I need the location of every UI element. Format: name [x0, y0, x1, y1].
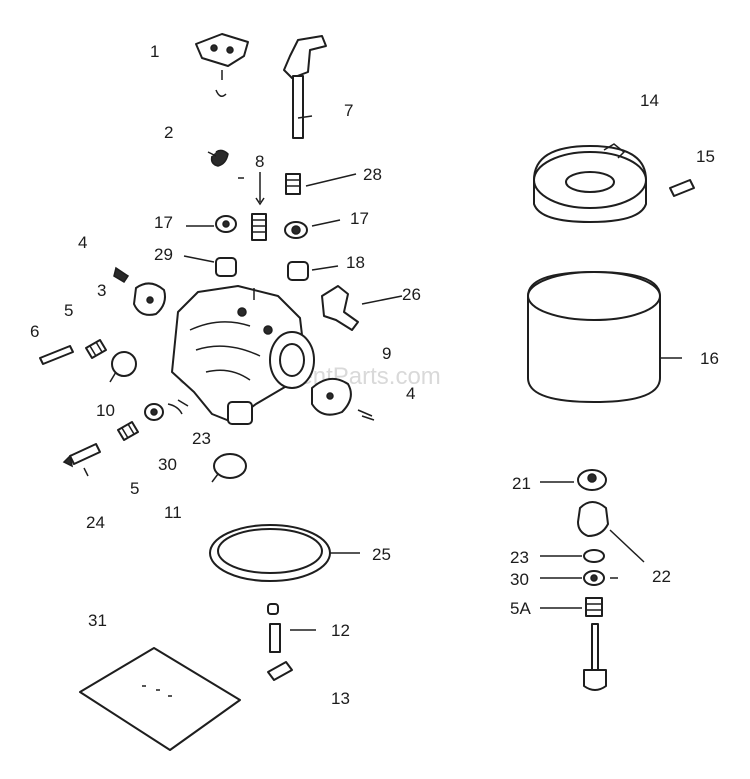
part-28-spring [285, 173, 357, 195]
part-30-washer [144, 403, 183, 421]
part-31-instruction-card [79, 647, 241, 751]
part-18-bushing [287, 261, 309, 281]
part-7-throttle-shaft [283, 35, 327, 139]
label-21: 21 [512, 474, 531, 493]
part-5a-spring [540, 597, 603, 617]
part-11-ring [211, 453, 247, 483]
label-31: 31 [88, 611, 107, 630]
leader-line-17-right [311, 219, 341, 227]
label-13: 13 [331, 689, 350, 708]
part-main-jet-needle [583, 623, 607, 691]
part-17-washer-right [284, 221, 308, 239]
label-9: 9 [382, 344, 391, 363]
part-30-washer-right [540, 570, 618, 586]
part-gasket-ring-left [109, 351, 137, 383]
label-6: 6 [30, 322, 39, 341]
leader-line-18 [311, 265, 339, 271]
label-23-left: 23 [192, 429, 211, 448]
part-8-spring [251, 172, 267, 241]
label-17-right: 17 [350, 209, 369, 228]
part-1-plate [195, 33, 249, 97]
label-11: 11 [164, 503, 182, 522]
label-29: 29 [154, 245, 173, 264]
part-17-washer-left [215, 215, 237, 233]
part-10-spring [117, 421, 139, 441]
label-12: 12 [331, 621, 350, 640]
label-18: 18 [346, 253, 365, 272]
part-25-bowl-gasket [209, 524, 360, 582]
part-12-needle-valve [267, 603, 316, 653]
part-3-plate [133, 282, 166, 316]
part-26-fuel-fitting [321, 285, 403, 331]
label-25: 25 [372, 545, 391, 564]
part-24-needle [62, 443, 101, 477]
part-23-o-ring-right [540, 549, 605, 563]
label-5-lower: 5 [130, 479, 139, 498]
label-3: 3 [97, 281, 106, 300]
part-4-gasket-right [357, 409, 375, 421]
part-23-o-ring-left [177, 399, 189, 407]
label-8: 8 [255, 152, 264, 171]
label-16: 16 [700, 349, 719, 368]
part-14-float-bowl [533, 143, 647, 223]
part-4-gasket-left [113, 266, 130, 284]
label-1: 1 [150, 42, 159, 61]
part-16-float [527, 271, 682, 403]
label-2: 2 [164, 123, 173, 142]
label-28: 28 [363, 165, 382, 184]
part-13-clip [267, 661, 293, 681]
label-10: 10 [96, 401, 115, 420]
label-14: 14 [640, 91, 659, 110]
label-15: 15 [696, 147, 715, 166]
part-9-diaphragm [311, 377, 352, 416]
label-22: 22 [652, 567, 671, 586]
part-22-bowl-nut [577, 501, 645, 563]
part-29-bushing [215, 257, 237, 277]
part-5-spring [85, 339, 107, 359]
part-2-screw [207, 149, 244, 179]
label-30-left: 30 [158, 455, 177, 474]
label-17-left: 17 [154, 213, 173, 232]
label-4-left: 4 [78, 233, 87, 252]
part-21-nut [540, 469, 607, 491]
carburetor-body [171, 285, 315, 425]
label-23-right: 23 [510, 548, 529, 567]
leader-line-29 [183, 255, 215, 263]
label-30-right: 30 [510, 570, 529, 589]
label-5a: 5A [510, 599, 531, 618]
label-7: 7 [344, 101, 353, 120]
label-24: 24 [86, 513, 105, 532]
part-15-pin [669, 179, 695, 197]
part-6-screw [39, 345, 74, 365]
label-5-upper: 5 [64, 301, 73, 320]
label-26: 26 [402, 285, 421, 304]
label-4-right: 4 [406, 384, 415, 403]
part-number-labels: 1 2 3 4 4 5 5 5A 6 7 8 9 10 11 12 13 14 … [30, 42, 719, 708]
